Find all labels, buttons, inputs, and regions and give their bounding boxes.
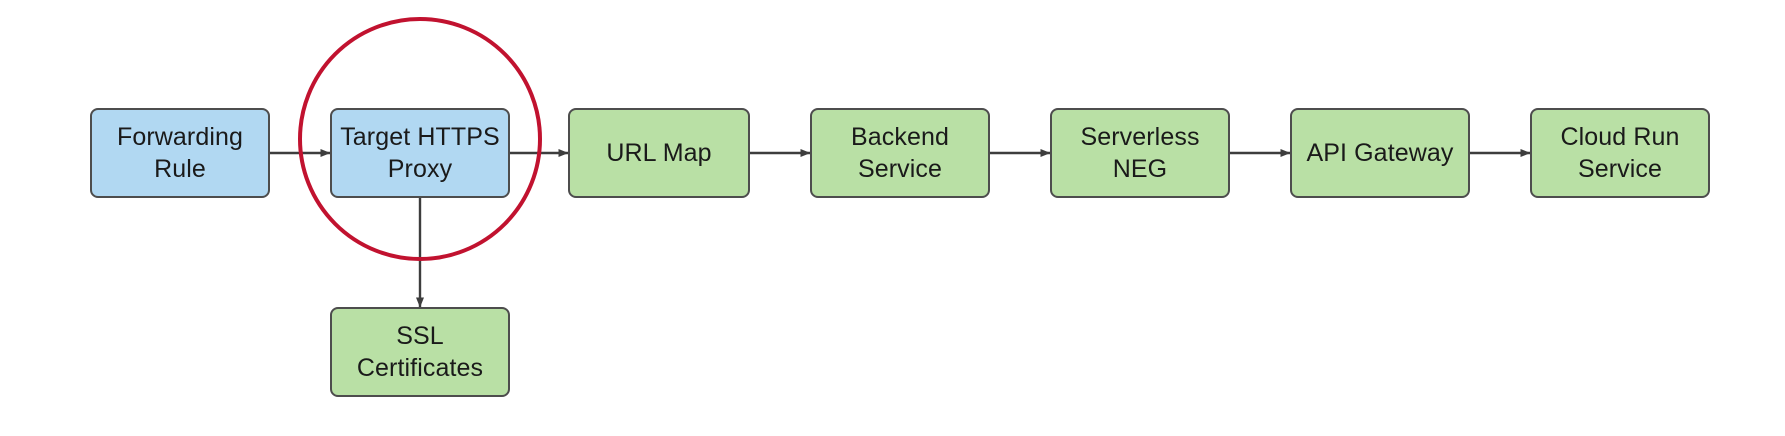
node-label-serverless-neg: Serverless NEG <box>1080 123 1200 183</box>
node-label-url-map: URL Map <box>606 139 712 167</box>
node-label-target-https-proxy: Target HTTPS Proxy <box>340 123 500 183</box>
node-label-api-gateway: API Gateway <box>1306 139 1454 167</box>
node-label-cloud-run-service: Cloud Run Service <box>1560 123 1680 183</box>
node-ssl-certificates[interactable]: SSL Certificates <box>330 307 510 397</box>
node-url-map[interactable]: URL Map <box>568 108 750 198</box>
node-api-gateway[interactable]: API Gateway <box>1290 108 1470 198</box>
node-target-https-proxy[interactable]: Target HTTPS Proxy <box>330 108 510 198</box>
node-cloud-run-service[interactable]: Cloud Run Service <box>1530 108 1710 198</box>
node-label-forwarding-rule: Forwarding Rule <box>116 123 244 183</box>
node-label-backend-service: Backend Service <box>851 123 949 183</box>
node-serverless-neg[interactable]: Serverless NEG <box>1050 108 1230 198</box>
node-backend-service[interactable]: Backend Service <box>810 108 990 198</box>
node-label-ssl-certificates: SSL Certificates <box>356 322 484 382</box>
node-forwarding-rule[interactable]: Forwarding Rule <box>90 108 270 198</box>
